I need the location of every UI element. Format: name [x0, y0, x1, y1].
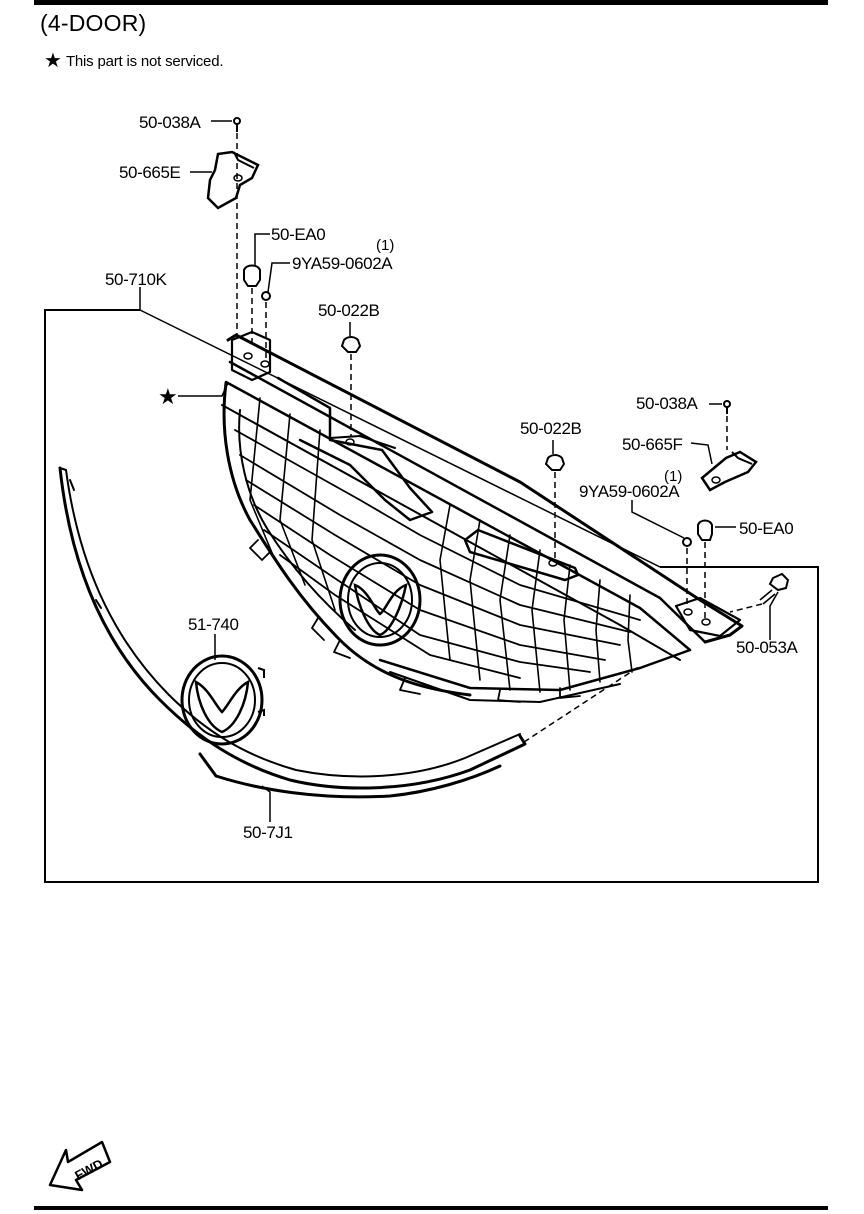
callout-fastener-right: 50-EA0 [739, 519, 793, 538]
grille-emblem-drawing [338, 553, 422, 647]
callout-bracket-left: 50-665E [119, 163, 181, 182]
grille-drawing [221, 330, 744, 703]
not-serviced-note: ★ This part is not serviced. [44, 50, 224, 72]
callout-screw-right-qty: (1) [664, 468, 682, 485]
assembly-frame [44, 309, 819, 883]
page-title: (4-DOOR) [40, 10, 147, 36]
fasteners-drawing [243, 264, 790, 605]
top-rule [34, 0, 828, 5]
fwd-arrow-icon: FWD [48, 1140, 112, 1192]
note-text: This part is not serviced. [65, 52, 224, 70]
molding-drawing [58, 466, 527, 799]
bottom-rule [34, 1206, 828, 1210]
emblem-51-740-drawing [180, 654, 265, 746]
callout-fastener-center: 50-022B [318, 301, 380, 320]
callout-bolt-right: 50-053A [736, 638, 799, 657]
callout-fastener-right-center: 50-022B [520, 419, 582, 438]
bracket-right-drawing [700, 400, 758, 492]
callout-screw-right: 9YA59-0602A [579, 482, 680, 501]
star-icon: ★ [44, 50, 62, 72]
callout-clip-upper-right: 50-038A [636, 394, 699, 413]
assembly-lines [236, 133, 763, 743]
callout-grille-assembly: 50-710K [105, 270, 168, 289]
callout-clip-upper-left: 50-038A [139, 113, 202, 132]
frame-diagonal [139, 309, 661, 568]
callout-screw-left: 9YA59-0602A [292, 254, 393, 273]
leader-lines [139, 120, 779, 822]
star-marker-icon: ★ [158, 385, 178, 410]
callout-screw-left-qty: (1) [376, 237, 394, 254]
callout-molding: 50-7J1 [243, 823, 293, 842]
callout-bracket-right: 50-665F [622, 435, 683, 454]
callout-fastener-left: 50-EA0 [271, 225, 325, 244]
callout-emblem: 51-740 [188, 615, 239, 634]
bracket-left-drawing [206, 117, 260, 210]
